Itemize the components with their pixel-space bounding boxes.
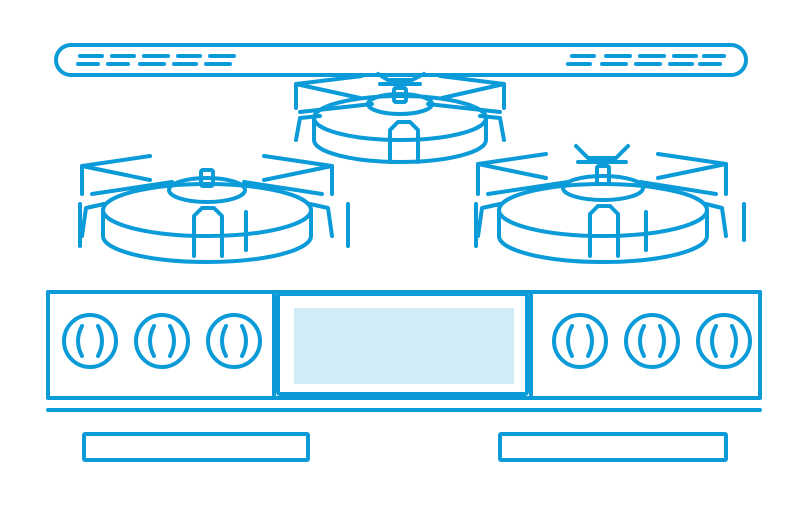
backsplash-dashes-right (566, 54, 726, 66)
grate-right (476, 144, 728, 196)
control-knob-left-1 (62, 313, 118, 369)
burner-back-center (294, 72, 506, 164)
burner-right (474, 144, 746, 264)
drawer-handle-right (498, 432, 728, 462)
burner-cap-right (474, 164, 746, 264)
drawer-handle-left (82, 432, 310, 462)
burner-cap-back-center (294, 86, 506, 164)
display-screen (294, 308, 514, 384)
grate-left (80, 154, 334, 196)
control-knob-right-1 (552, 313, 608, 369)
backsplash-bar (54, 43, 748, 77)
control-knob-right-3 (696, 313, 752, 369)
burner-cap-left (78, 168, 350, 264)
backsplash-dashes-left (76, 54, 236, 66)
drawer-handles (82, 432, 728, 462)
knobs-left (62, 313, 262, 369)
control-knob-left-2 (134, 313, 190, 369)
grate-back-center (294, 72, 506, 110)
control-knob-right-2 (624, 313, 680, 369)
burner-left (78, 154, 350, 264)
knobs-right (552, 313, 752, 369)
control-knob-left-3 (206, 313, 262, 369)
oven-display-panel (276, 292, 529, 396)
